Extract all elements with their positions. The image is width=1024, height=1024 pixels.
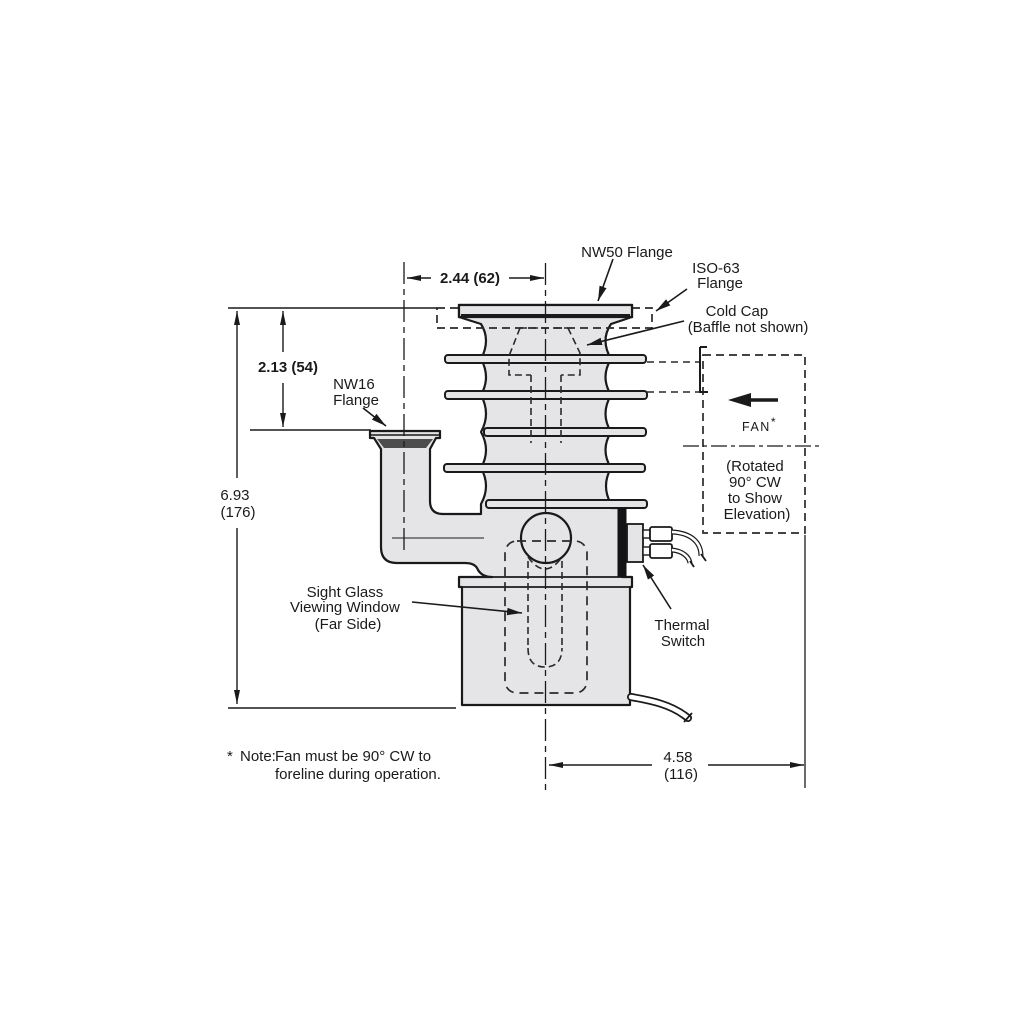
note-heading: Note: <box>240 748 276 765</box>
cooling-fin-4 <box>443 463 646 473</box>
labels: NW50 Flange ISO-63 Flange Cold Cap (Baff… <box>290 244 808 650</box>
leader-nw16-flange <box>362 407 387 427</box>
power-cord-end-cut <box>683 712 693 723</box>
dim-text-upper-height: 2.13 (54) <box>258 359 318 376</box>
dimension-texts: 2.44 (62) 2.13 (54) 6.93 (176) 4.58 (116… <box>220 270 698 783</box>
footnote: * Note: Fan must be 90° CW to foreline d… <box>227 748 441 783</box>
label-fan-rotation: (Rotated 90° CW to Show Elevation) <box>724 458 791 523</box>
leader-cold-cap <box>586 320 685 346</box>
fan-outline-box <box>702 354 806 534</box>
fan-mount-bracket <box>699 346 708 393</box>
label-cold-cap: Cold Cap (Baffle not shown) <box>688 303 809 336</box>
note-marker: * <box>227 748 233 765</box>
wire-tip-2 <box>689 560 695 568</box>
label-fan: FAN* <box>742 415 777 434</box>
leader-iso63-flange <box>655 288 688 312</box>
thermal-switch-body <box>626 523 644 563</box>
label-nw50-flange: NW50 Flange <box>581 244 673 261</box>
sight-tube-slot <box>527 561 563 668</box>
leader-thermal-switch <box>642 564 672 610</box>
leader-lines <box>362 258 688 616</box>
switch-terminal-1 <box>642 529 651 539</box>
hidden-detail <box>504 327 588 694</box>
cold-cap-outline <box>508 327 581 376</box>
fan-airflow-arrow-head <box>728 393 751 407</box>
cooling-fin-3 <box>483 427 647 437</box>
note-line-1: Fan must be 90° CW to <box>275 748 431 765</box>
nw16-clamp-band <box>377 439 433 448</box>
wire-connector-2 <box>649 543 673 559</box>
dim-text-flange-offset: 2.44 (62) <box>440 270 500 287</box>
leader-nw50-flange <box>597 258 614 302</box>
dim-text-overall-width: 4.58 (116) <box>663 749 698 783</box>
heater-clamp-band <box>617 508 627 577</box>
power-cord <box>627 693 693 723</box>
sight-window-lower-rim <box>527 556 563 570</box>
cooling-fin-5 <box>485 499 648 509</box>
power-cord-inner <box>628 694 691 721</box>
label-nw16-flange: NW16 Flange <box>333 376 379 409</box>
thermal-switch-assembly <box>617 508 707 577</box>
jet-tube-lines <box>530 375 562 443</box>
wire-connector-1 <box>649 526 673 542</box>
dim-text-overall-height: 6.93 (176) <box>220 487 255 521</box>
leader-sight-glass <box>411 601 523 616</box>
boiler-internal-outline <box>504 540 588 694</box>
wire-tip-1 <box>700 553 707 562</box>
fan-connector-dashes <box>647 361 699 393</box>
dimension-lines <box>228 275 806 788</box>
note-line-2: foreline during operation. <box>275 766 441 783</box>
label-sight-glass: Sight Glass Viewing Window (Far Side) <box>290 584 404 633</box>
label-thermal-switch: Thermal Switch <box>654 617 713 650</box>
fan-reference <box>647 346 820 534</box>
switch-wire-1-core <box>671 530 703 557</box>
label-iso63-flange: ISO-63 Flange <box>692 260 744 292</box>
switch-terminal-2 <box>642 546 651 556</box>
